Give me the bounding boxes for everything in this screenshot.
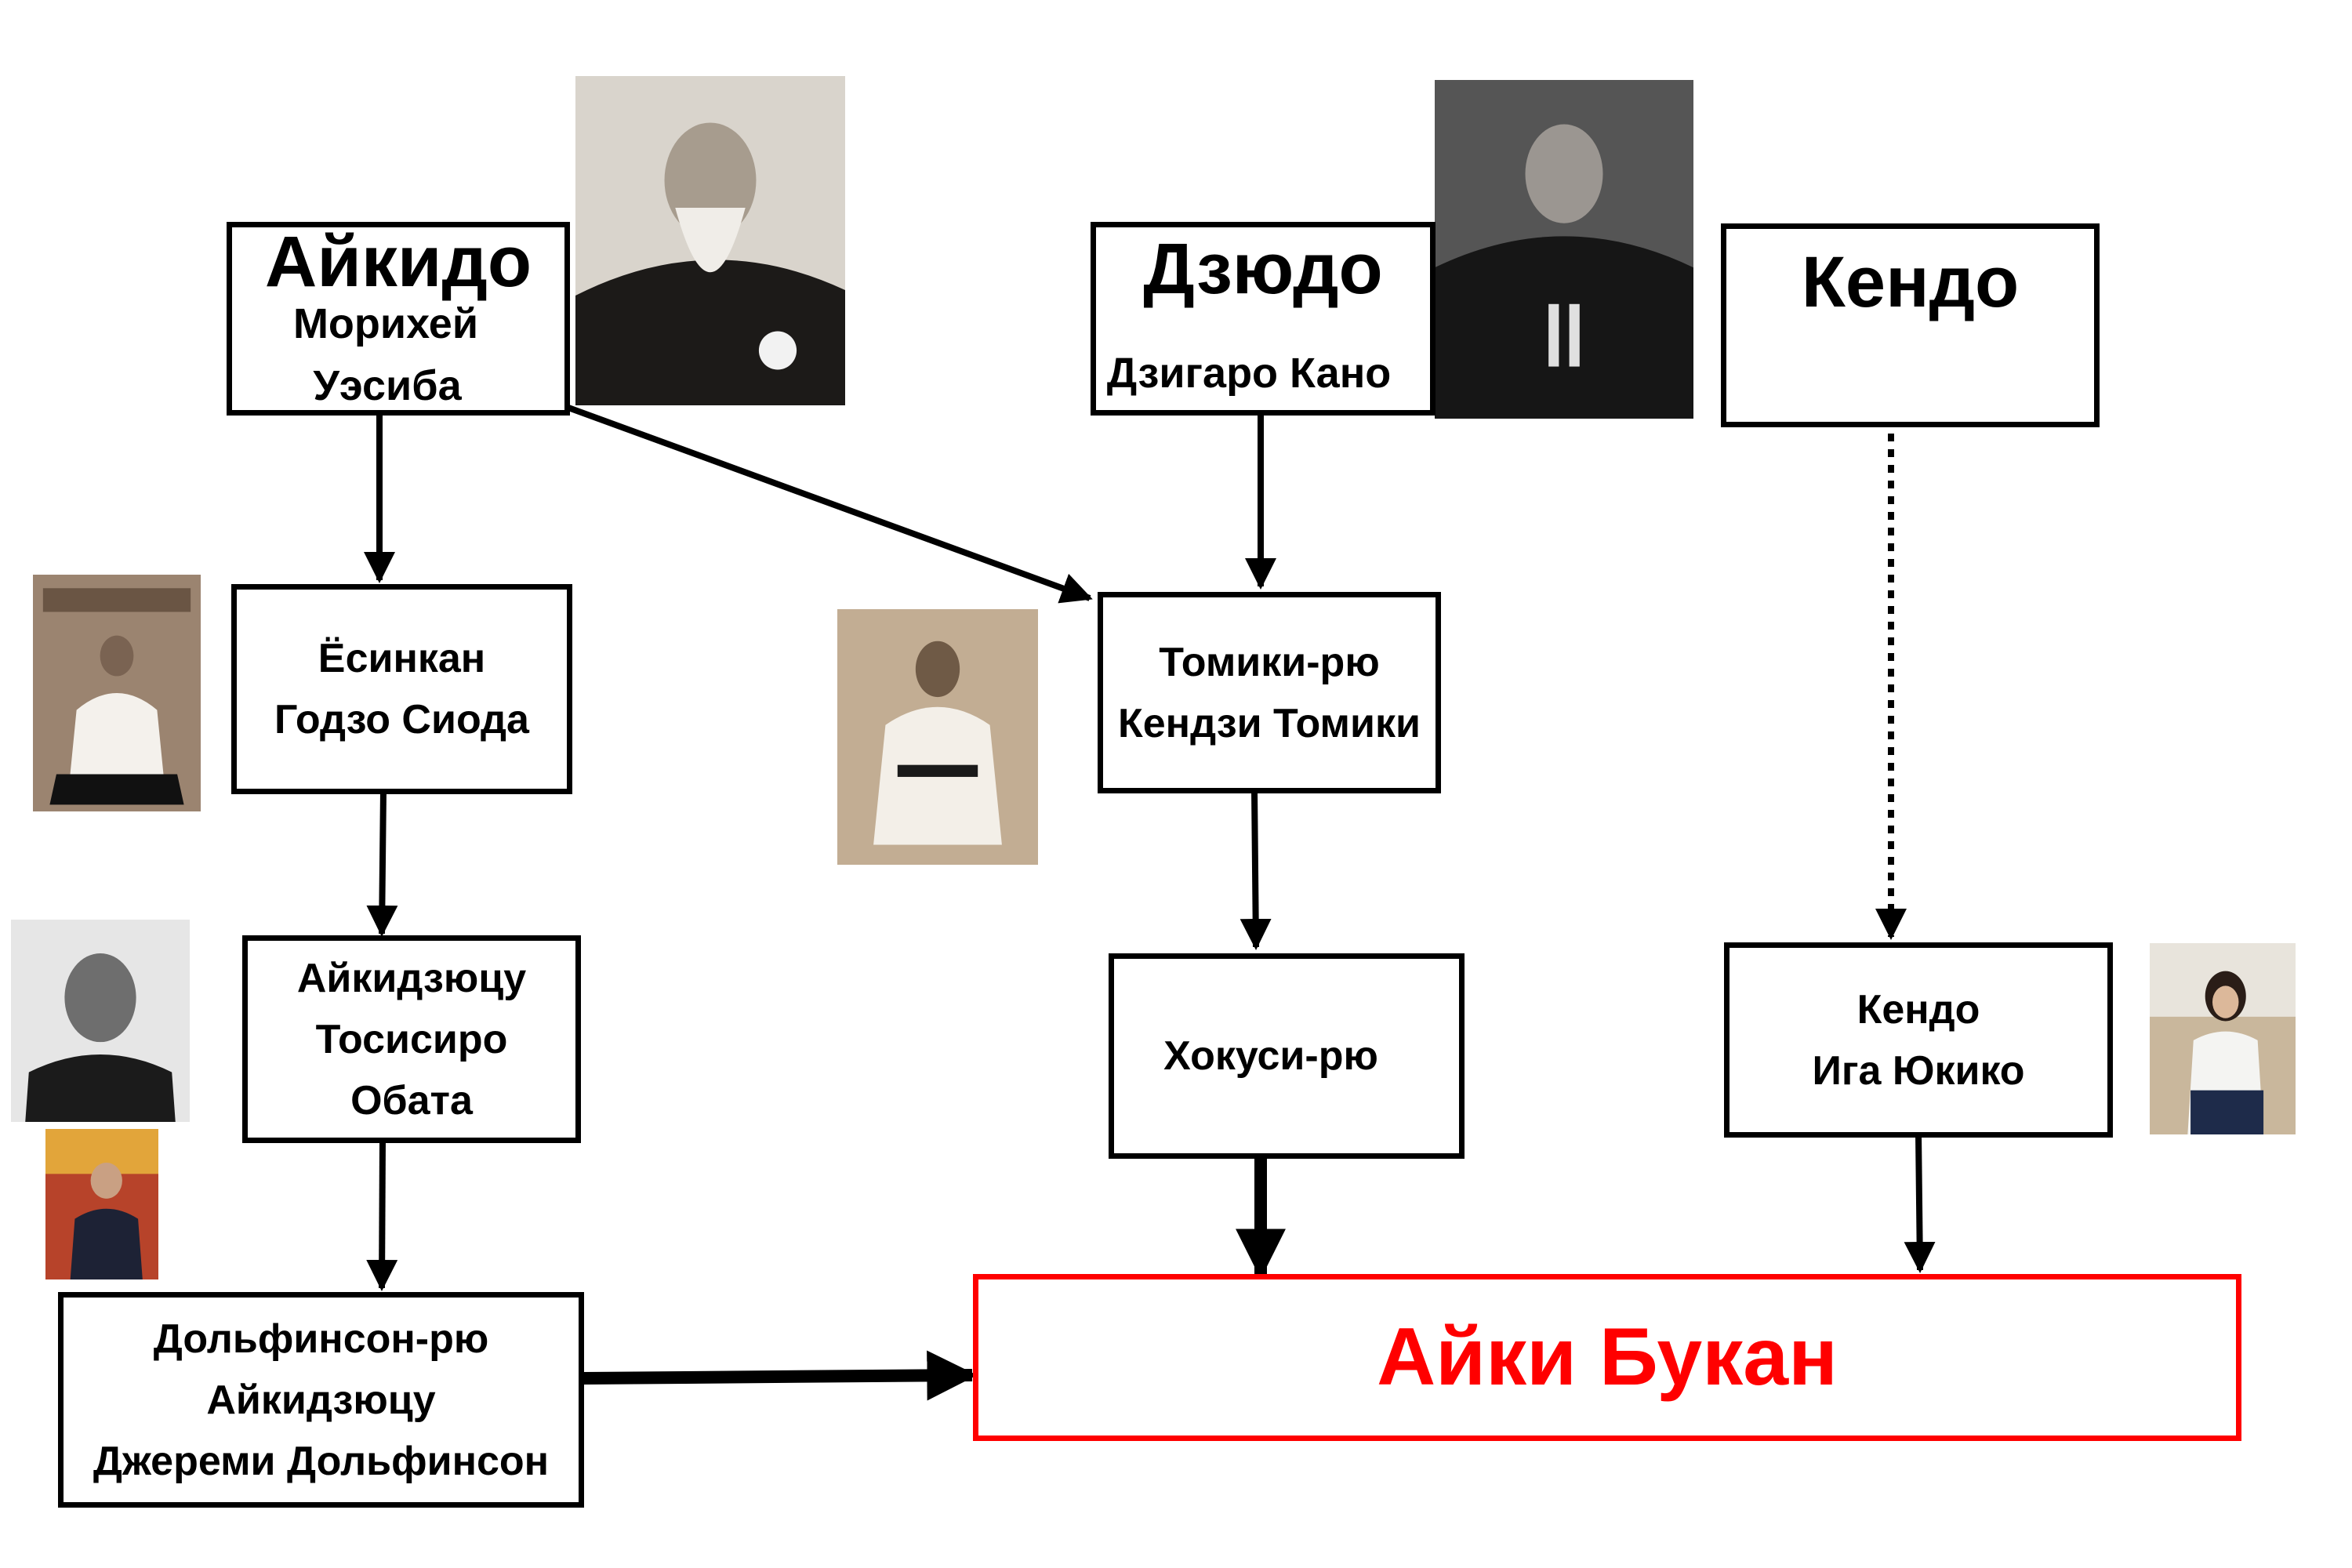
node-yoshinkan-line-1: Ёсинкан — [318, 636, 486, 681]
node-kendo-iga-line-2: Ига Юкико — [1812, 1047, 2025, 1094]
edge-yoshinkan-aikijujutsu — [366, 789, 398, 937]
node-aikido-line-2: Уэсиба — [313, 361, 462, 409]
edge-kendo-iga-aiki-bukan — [1904, 1133, 1936, 1273]
node-aikido-title: Айкидо — [264, 222, 532, 303]
node-dolphinson-line-1: Дольфинсон-рю — [153, 1316, 489, 1362]
tomiki-portrait-photo — [837, 609, 1038, 865]
node-tomiki-line-1: Томики-рю — [1159, 639, 1380, 685]
edge-aikido-tomiki — [567, 405, 1093, 604]
node-dolphinson-line-3: Джереми Дольфинсон — [93, 1438, 550, 1484]
ueshiba-portrait-photo — [575, 76, 845, 405]
node-yoshinkan-line-2: Годзо Сиода — [274, 697, 529, 742]
node-hokushi-line-1: Хокуси-рю — [1163, 1033, 1378, 1079]
iga-portrait-photo — [2150, 943, 2296, 1134]
node-aikijujutsu-line-1: Айкидзюцу — [296, 955, 527, 1001]
node-judo-line-1: Дзигаро Кано — [1106, 350, 1392, 397]
dolphinson-portrait-photo — [45, 1129, 158, 1279]
node-tomiki: Томики-рю Кендзи Томики — [1098, 592, 1441, 793]
node-dolphinson-line-2: Айкидзюцу — [206, 1377, 436, 1423]
edge-dolphinson-aiki-bukan — [583, 1350, 978, 1401]
edge-aikijujutsu-dolphinson — [366, 1140, 398, 1291]
node-kendo-iga-line-1: Кендо — [1857, 986, 1980, 1033]
node-kendo-title: Кендо — [1801, 242, 2020, 322]
node-aiki-bukan: Айки Букан — [973, 1274, 2241, 1441]
node-judo-title: Дзюдо — [1143, 229, 1383, 310]
node-yoshinkan: Ёсинкан Годзо Сиода — [231, 584, 572, 794]
kano-portrait-photo — [1435, 80, 1693, 419]
edge-tomiki-hokushi — [1240, 789, 1272, 950]
node-aikido: Айкидо Морихей Уэсиба — [227, 222, 570, 416]
obata-portrait-photo — [11, 920, 190, 1122]
node-hokushi: Хокуси-рю — [1109, 953, 1465, 1159]
node-tomiki-line-2: Кендзи Томики — [1118, 700, 1421, 746]
node-aikijujutsu-line-2: Тосисиро — [315, 1016, 508, 1062]
node-aiki-bukan-title: Айки Букан — [1377, 1312, 1838, 1403]
node-aikijujutsu-line-3: Обата — [350, 1077, 473, 1123]
node-kendo: Кендо — [1721, 223, 2100, 427]
shioda-portrait-photo — [33, 575, 201, 811]
node-kendo-iga: Кендо Ига Юкико — [1724, 942, 2113, 1138]
node-dolphinson: Дольфинсон-рю Айкидзюцу Джереми Дольфинс… — [58, 1292, 584, 1508]
node-aikijujutsu: Айкидзюцу Тосисиро Обата — [242, 935, 581, 1143]
node-aikido-line-1: Морихей — [292, 300, 479, 348]
node-judo: Дзюдо Дзигаро Кано — [1091, 222, 1436, 416]
